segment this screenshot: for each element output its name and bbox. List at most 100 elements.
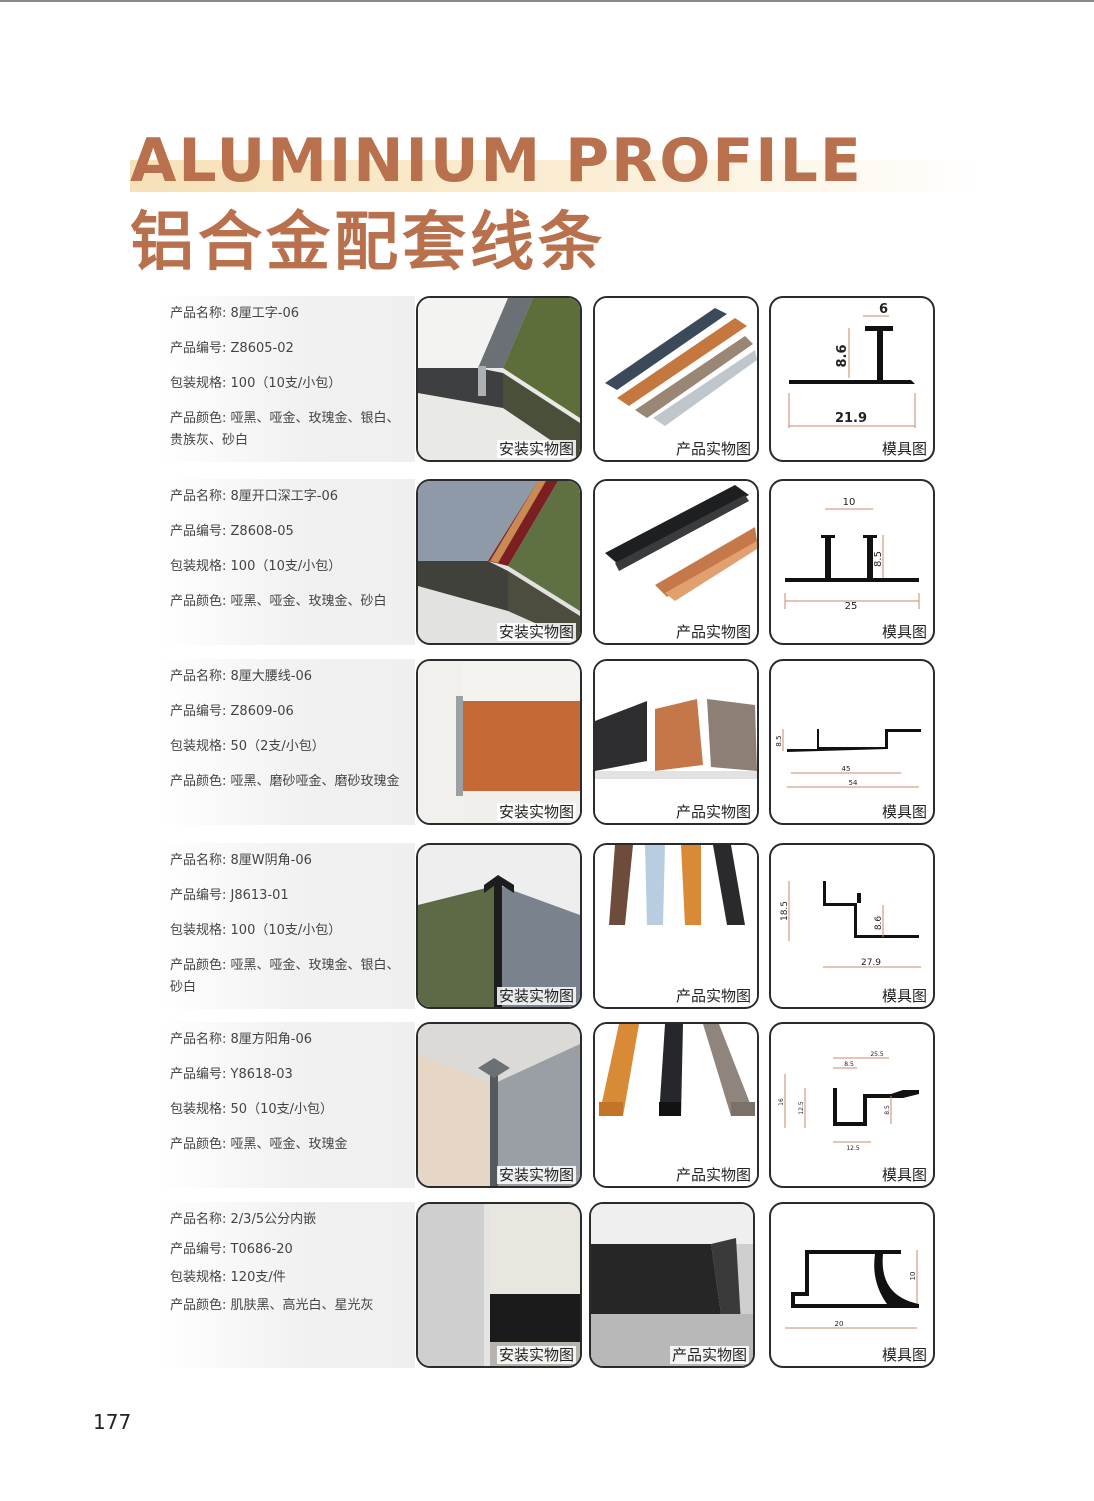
mold-drawing-caption: 模具图: [879, 803, 929, 821]
dim-label: 16: [778, 1098, 785, 1106]
install-photo-tile: 安装实物图: [416, 843, 582, 1009]
product-photo-tile: 产品实物图: [593, 659, 759, 825]
install-photo: [418, 1204, 580, 1366]
product-photo-tile: 产品实物图: [593, 843, 759, 1009]
product-photo-caption: 产品实物图: [673, 1166, 753, 1184]
dim-label: 8.6: [874, 916, 884, 931]
mold-drawing: 18.5 8.6 27.9: [780, 881, 921, 968]
product-colors: 哑黑、哑金、玫瑰金、银白、砂白: [170, 958, 400, 995]
product-name: 8厘W阴角-06: [230, 853, 312, 868]
product-pack-line: 包装规格: 50（10支/小包）: [170, 1102, 333, 1117]
product-row-4: 产品名称: 8厘W阴角-06 产品编号: J8613-01 包装规格: 100（…: [160, 843, 940, 1009]
install-photo-caption: 安装实物图: [496, 1166, 576, 1184]
product-code: Y8618-03: [230, 1067, 293, 1082]
page-number: 177: [93, 1410, 132, 1434]
product-photo: [595, 661, 757, 823]
mold-drawing-caption: 模具图: [879, 623, 929, 641]
mold-drawing-caption: 模具图: [879, 987, 929, 1005]
dim-label: 12.5: [798, 1101, 805, 1115]
product-name: 8厘工字-06: [230, 306, 300, 321]
install-photo: [418, 298, 580, 460]
top-rule: [0, 0, 1094, 2]
product-photo: [595, 481, 757, 643]
dim-label: 8.5: [873, 551, 884, 567]
product-name-line: 产品名称: 8厘开口深工字-06: [170, 489, 339, 504]
install-photo: [418, 1024, 580, 1186]
dim-label: 10: [843, 497, 856, 508]
dim-label: 27.9: [861, 958, 881, 968]
product-code-line: 产品编号: Y8618-03: [170, 1067, 293, 1082]
title-highlight-band: [130, 160, 980, 192]
product-color-line: 产品颜色: 肌肤黑、高光白、星光灰: [170, 1298, 374, 1313]
product-row-2: 产品名称: 8厘开口深工字-06 产品编号: Z8608-05 包装规格: 10…: [160, 479, 940, 645]
product-name: 8厘方阳角-06: [230, 1032, 313, 1047]
product-name-line: 产品名称: 8厘大腰线-06: [170, 669, 313, 684]
product-name: 8厘大腰线-06: [230, 669, 313, 684]
install-photo-caption: 安装实物图: [496, 803, 576, 821]
product-photo: [595, 845, 757, 1007]
install-photo-caption: 安装实物图: [496, 1346, 576, 1364]
product-colors: 哑黑、磨砂哑金、磨砂玫瑰金: [230, 774, 400, 789]
dim-label: 12.5: [846, 1145, 860, 1152]
product-photo-tile: 产品实物图: [593, 296, 759, 462]
product-pack-line: 包装规格: 100（10支/小包）: [170, 923, 342, 938]
product-pack: 100（10支/小包）: [230, 559, 342, 574]
product-code-line: 产品编号: Z8609-06: [170, 704, 294, 719]
mold-drawing-tile: 10 8.5 25 模具图: [769, 479, 935, 645]
product-code: J8613-01: [230, 888, 289, 903]
product-pack: 100（10支/小包）: [230, 923, 342, 938]
product-row-5: 产品名称: 8厘方阳角-06 产品编号: Y8618-03 包装规格: 50（1…: [160, 1022, 940, 1188]
mold-drawing: 10 20: [785, 1250, 919, 1329]
install-photo: [418, 661, 580, 823]
product-pack: 100（10支/小包）: [230, 376, 342, 391]
product-pack-line: 包装规格: 120支/件: [170, 1270, 286, 1285]
install-photo-tile: 安装实物图: [416, 1022, 582, 1188]
mold-drawing-tile: 25.5 8.5 16 12.5 8.5 12.5 模具图: [769, 1022, 935, 1188]
product-photo-tile: 产品实物图: [593, 479, 759, 645]
product-colors: 哑黑、哑金、玫瑰金、砂白: [230, 594, 387, 609]
dim-label: 6: [879, 302, 888, 317]
product-photo: [595, 1024, 757, 1186]
product-color-line: 产品颜色: 哑黑、哑金、玫瑰金、银白、贵族灰、砂白: [170, 411, 400, 448]
dim-label: 18.5: [780, 901, 790, 921]
mold-drawing-tile: 10 20 模具图: [769, 1202, 935, 1368]
product-color-line: 产品颜色: 哑黑、磨砂哑金、磨砂玫瑰金: [170, 774, 400, 789]
dim-label: 8.5: [844, 1061, 854, 1068]
install-photo-tile: 安装实物图: [416, 479, 582, 645]
mold-drawing-tile: 18.5 8.6 27.9 模具图: [769, 843, 935, 1009]
product-code: T0686-20: [230, 1242, 293, 1257]
product-colors: 哑黑、哑金、玫瑰金、银白、贵族灰、砂白: [170, 411, 400, 448]
install-photo-caption: 安装实物图: [496, 440, 576, 458]
mold-drawing-caption: 模具图: [879, 1166, 929, 1184]
product-photo-caption: 产品实物图: [669, 1346, 749, 1364]
product-info: 产品名称: 8厘大腰线-06 产品编号: Z8609-06 包装规格: 50（2…: [160, 659, 415, 825]
product-photo-caption: 产品实物图: [673, 440, 753, 458]
product-row-1: 产品名称: 8厘工字-06 产品编号: Z8605-02 包装规格: 100（1…: [160, 296, 940, 462]
dim-label: 20: [835, 1320, 844, 1328]
product-code-line: 产品编号: T0686-20: [170, 1242, 293, 1257]
title-chinese: 铝合金配套线条: [130, 206, 606, 280]
install-photo-tile: 安装实物图: [416, 1202, 582, 1368]
product-pack: 120支/件: [230, 1270, 286, 1285]
product-color-line: 产品颜色: 哑黑、哑金、玫瑰金: [170, 1137, 348, 1152]
product-row-3: 产品名称: 8厘大腰线-06 产品编号: Z8609-06 包装规格: 50（2…: [160, 659, 940, 825]
product-info: 产品名称: 8厘工字-06 产品编号: Z8605-02 包装规格: 100（1…: [160, 296, 415, 462]
install-photo-caption: 安装实物图: [496, 623, 576, 641]
product-info: 产品名称: 8厘开口深工字-06 产品编号: Z8608-05 包装规格: 10…: [160, 479, 415, 645]
install-photo-tile: 安装实物图: [416, 296, 582, 462]
product-pack-line: 包装规格: 100（10支/小包）: [170, 559, 342, 574]
mold-drawing-caption: 模具图: [879, 1346, 929, 1364]
product-color-line: 产品颜色: 哑黑、哑金、玫瑰金、砂白: [170, 594, 387, 609]
dim-label: 8.5: [775, 735, 783, 746]
install-photo-tile: 安装实物图: [416, 659, 582, 825]
product-pack-line: 包装规格: 100（10支/小包）: [170, 376, 342, 391]
dim-label: 54: [849, 779, 858, 787]
dim-label: 8.6: [835, 344, 850, 367]
mold-drawing-tile: 8.5 45 54 模具图: [769, 659, 935, 825]
product-pack: 50（2支/小包）: [230, 739, 325, 754]
dim-label: 10: [909, 1272, 917, 1281]
install-photo-caption: 安装实物图: [496, 987, 576, 1005]
product-code: Z8605-02: [230, 341, 294, 356]
mold-drawing: 8.5 45 54: [775, 729, 921, 788]
product-info: 产品名称: 2/3/5公分内嵌 产品编号: T0686-20 包装规格: 120…: [160, 1202, 415, 1368]
